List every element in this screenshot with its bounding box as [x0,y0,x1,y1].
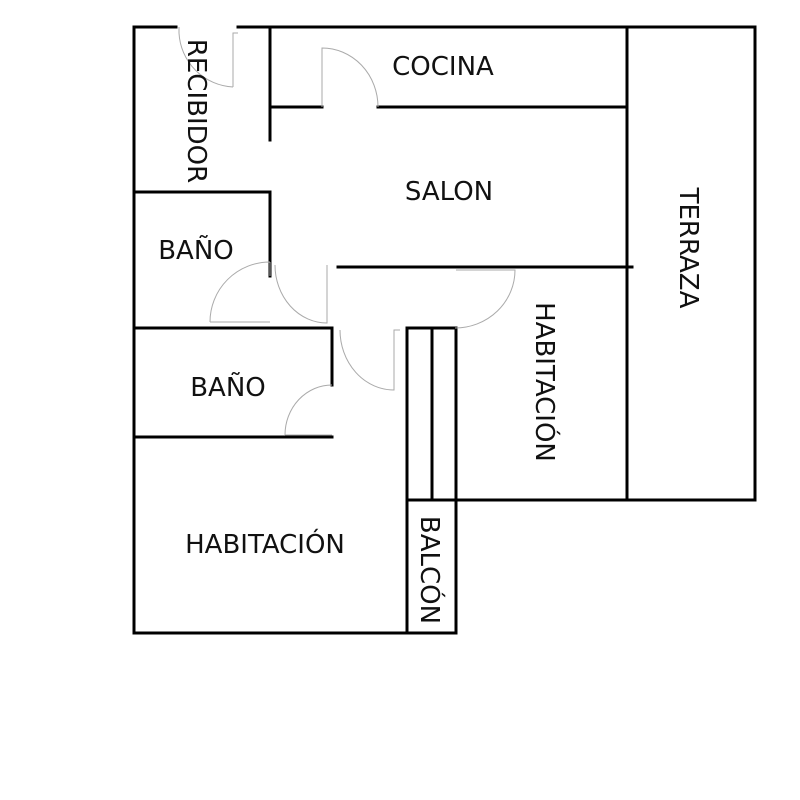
label-recibidor: RECIBIDOR [181,39,211,183]
label-bano-1: BAÑO [158,234,234,266]
label-terraza: TERRAZA [673,187,703,309]
label-salon: SALON [405,177,493,207]
outer-wall-right [236,25,757,502]
label-habitacion-2: HABITACIÓN [185,528,345,560]
bano-1-door[interactable] [209,261,271,323]
label-cocina: COCINA [392,52,494,82]
label-balcon: BALCÓN [414,516,446,624]
bano-2-door[interactable] [284,384,333,436]
cocina-door[interactable] [321,47,379,108]
habitacion-2-door[interactable] [339,329,400,391]
walls [132,25,757,635]
bano-1-wall [132,190,272,278]
outer-wall-left [132,25,458,635]
room-labels: COCINA SALON BAÑO BAÑO HABITACIÓN RECIBI… [158,39,703,624]
salon-door[interactable] [274,264,328,324]
entry-door[interactable] [178,27,238,88]
bano-2-wall [132,326,334,387]
label-habitacion-1: HABITACIÓN [529,302,561,462]
label-bano-2: BAÑO [190,371,266,403]
habitacion-1-door[interactable] [454,269,516,329]
doors [178,27,516,436]
